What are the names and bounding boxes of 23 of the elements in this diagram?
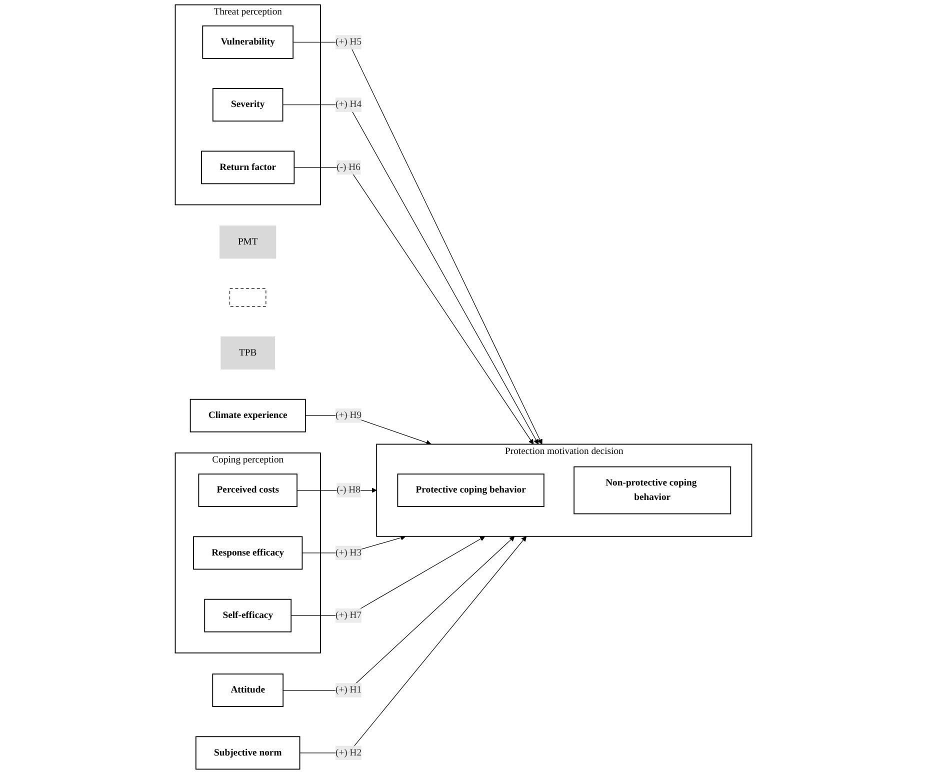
edge-label: (-) H6 [336, 162, 360, 172]
edge-label: (+) H7 [336, 610, 362, 620]
node-box [229, 288, 266, 307]
node-box: Attitude [212, 674, 284, 707]
node-box: Severity [212, 88, 284, 122]
edge-label: (+) H4 [336, 99, 362, 110]
node-box: Climate experience [190, 398, 306, 432]
node-box: Vulnerability [202, 25, 294, 59]
node-box: TPB [220, 336, 276, 370]
edge-label: (+) H5 [336, 36, 362, 47]
node-box: Perceived costs [198, 474, 298, 508]
edge-label: (+) H2 [336, 747, 362, 758]
edge-label: (+) H9 [336, 410, 362, 420]
edge-label: (+) H3 [336, 548, 362, 558]
node-box: Return factor [201, 150, 295, 184]
node-box: Subjective norm [195, 736, 300, 770]
node-box: Protective coping behavior [397, 474, 544, 508]
node-box: PMT [220, 226, 276, 259]
node-box: Non-protective coping behavior [574, 466, 732, 514]
node-box: Response efficacy [193, 536, 303, 570]
node-box: Self-efficacy [204, 598, 292, 632]
edge-label: (+) H1 [336, 684, 362, 696]
edge-label: (-) H8 [336, 484, 360, 496]
